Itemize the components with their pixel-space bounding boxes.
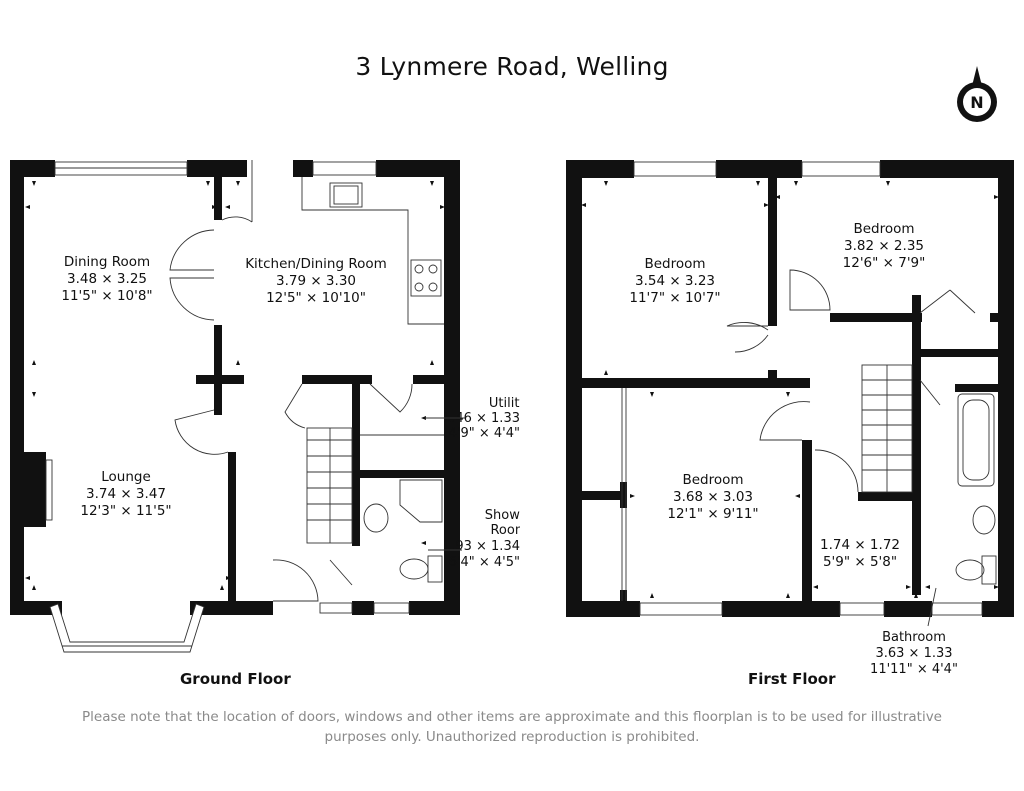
room-name: Bedroom <box>644 256 705 272</box>
wall <box>566 160 582 617</box>
room-metric: 1.93 × 1.34 <box>443 539 520 554</box>
basin-icon <box>972 505 996 535</box>
room-imperial: 11'7" × 10'7" <box>629 290 720 306</box>
wall <box>920 349 1014 357</box>
room-name: Utility <box>489 396 520 411</box>
room-imperial: 12'1" × 9'11" <box>667 506 758 522</box>
wall <box>722 601 840 617</box>
window <box>319 602 353 614</box>
wall <box>409 601 460 615</box>
room-imperial: 5'9" × 5'8" <box>823 554 897 570</box>
toilet-icon <box>955 559 985 581</box>
wall <box>768 178 777 326</box>
room-name: Dining Room <box>64 254 150 270</box>
wall <box>830 313 922 322</box>
wall <box>293 160 313 177</box>
basin-icon <box>363 503 389 533</box>
wall <box>376 160 460 177</box>
room-imperial: 12'5" × 10'10" <box>266 290 366 306</box>
wall <box>352 384 360 546</box>
fireplace <box>24 452 46 527</box>
wall <box>566 378 810 388</box>
room-metric: 3.48 × 3.25 <box>67 271 147 287</box>
room-metric: 3.74 × 3.47 <box>86 486 166 502</box>
disclaimer-line: Please note that the location of doors, … <box>82 709 942 725</box>
shower-tray-icon <box>399 479 443 523</box>
wall <box>955 384 1014 392</box>
disclaimer-line: purposes only. Unauthorized reproduction… <box>324 729 700 745</box>
window <box>639 602 723 616</box>
window <box>373 602 410 614</box>
wall <box>352 601 374 615</box>
wall <box>444 160 460 615</box>
wall <box>228 452 236 602</box>
window <box>801 161 881 177</box>
wall <box>566 160 634 178</box>
wall <box>912 295 921 595</box>
wall <box>302 375 372 384</box>
toilet-icon <box>399 558 429 580</box>
window <box>633 161 717 177</box>
wall <box>566 491 624 500</box>
room-name: Kitchen/Dining Room <box>245 256 387 272</box>
north-arrow-icon: N <box>957 66 997 122</box>
ground-floor-plan: Dining Room 3.48 × 3.25 11'5" × 10'8" Ki… <box>10 160 520 653</box>
compass-letter: N <box>970 93 983 112</box>
room-imperial: 12'6" × 7'9" <box>843 255 926 271</box>
wall <box>620 482 627 508</box>
room-imperial: 4'9" × 4'4" <box>449 426 520 441</box>
first-floor-plan: Bedroom 3.54 × 3.23 11'7" × 10'7" Bedroo… <box>566 160 1014 677</box>
room-name: Lounge <box>101 469 151 485</box>
wall <box>990 313 1014 322</box>
wall <box>10 160 24 615</box>
room-imperial: 6'4" × 4'5" <box>449 555 520 570</box>
room-metric: 3.68 × 3.03 <box>673 489 753 505</box>
bay-window <box>49 603 205 653</box>
room-name: Bedroom <box>853 221 914 237</box>
plan-title: 3 Lynmere Road, Welling <box>355 52 669 81</box>
wall <box>884 601 932 617</box>
wall <box>196 375 244 384</box>
wall <box>982 601 1014 617</box>
room-imperial: 11'11" × 4'4" <box>870 662 958 677</box>
window <box>312 161 377 176</box>
wall <box>566 601 640 617</box>
window <box>54 161 188 176</box>
room-metric: 1.46 × 1.33 <box>443 411 520 426</box>
disclaimer: Please note that the location of doors, … <box>60 707 964 747</box>
wall <box>360 470 446 478</box>
room-metric: 3.82 × 2.35 <box>844 238 924 254</box>
sink-icon <box>329 182 363 208</box>
room-metric: 3.54 × 3.23 <box>635 273 715 289</box>
bath-icon <box>957 393 995 487</box>
wall <box>858 492 918 501</box>
room-metric: 1.74 × 1.72 <box>820 537 900 553</box>
wall <box>620 590 627 602</box>
first-floor-label: First Floor <box>748 670 836 688</box>
wall <box>10 601 62 615</box>
wall <box>190 601 273 615</box>
hob-icon <box>410 259 442 297</box>
window <box>839 602 885 616</box>
room-name: Bedroom <box>682 472 743 488</box>
room-name: Room <box>490 523 520 538</box>
room-metric: 3.63 × 1.33 <box>875 646 952 661</box>
wall <box>10 160 55 177</box>
wall <box>802 440 812 602</box>
room-name: Bathroom <box>882 630 946 645</box>
room-name: Shower <box>485 508 520 523</box>
wall <box>880 160 1014 178</box>
room-metric: 3.79 × 3.30 <box>276 273 356 289</box>
room-imperial: 11'5" × 10'8" <box>61 288 152 304</box>
wall <box>716 160 802 178</box>
wall <box>214 160 222 220</box>
room-imperial: 12'3" × 11'5" <box>80 503 171 519</box>
ground-floor-label: Ground Floor <box>180 670 291 688</box>
window <box>931 602 983 616</box>
wall <box>214 325 222 415</box>
wall <box>413 375 448 384</box>
